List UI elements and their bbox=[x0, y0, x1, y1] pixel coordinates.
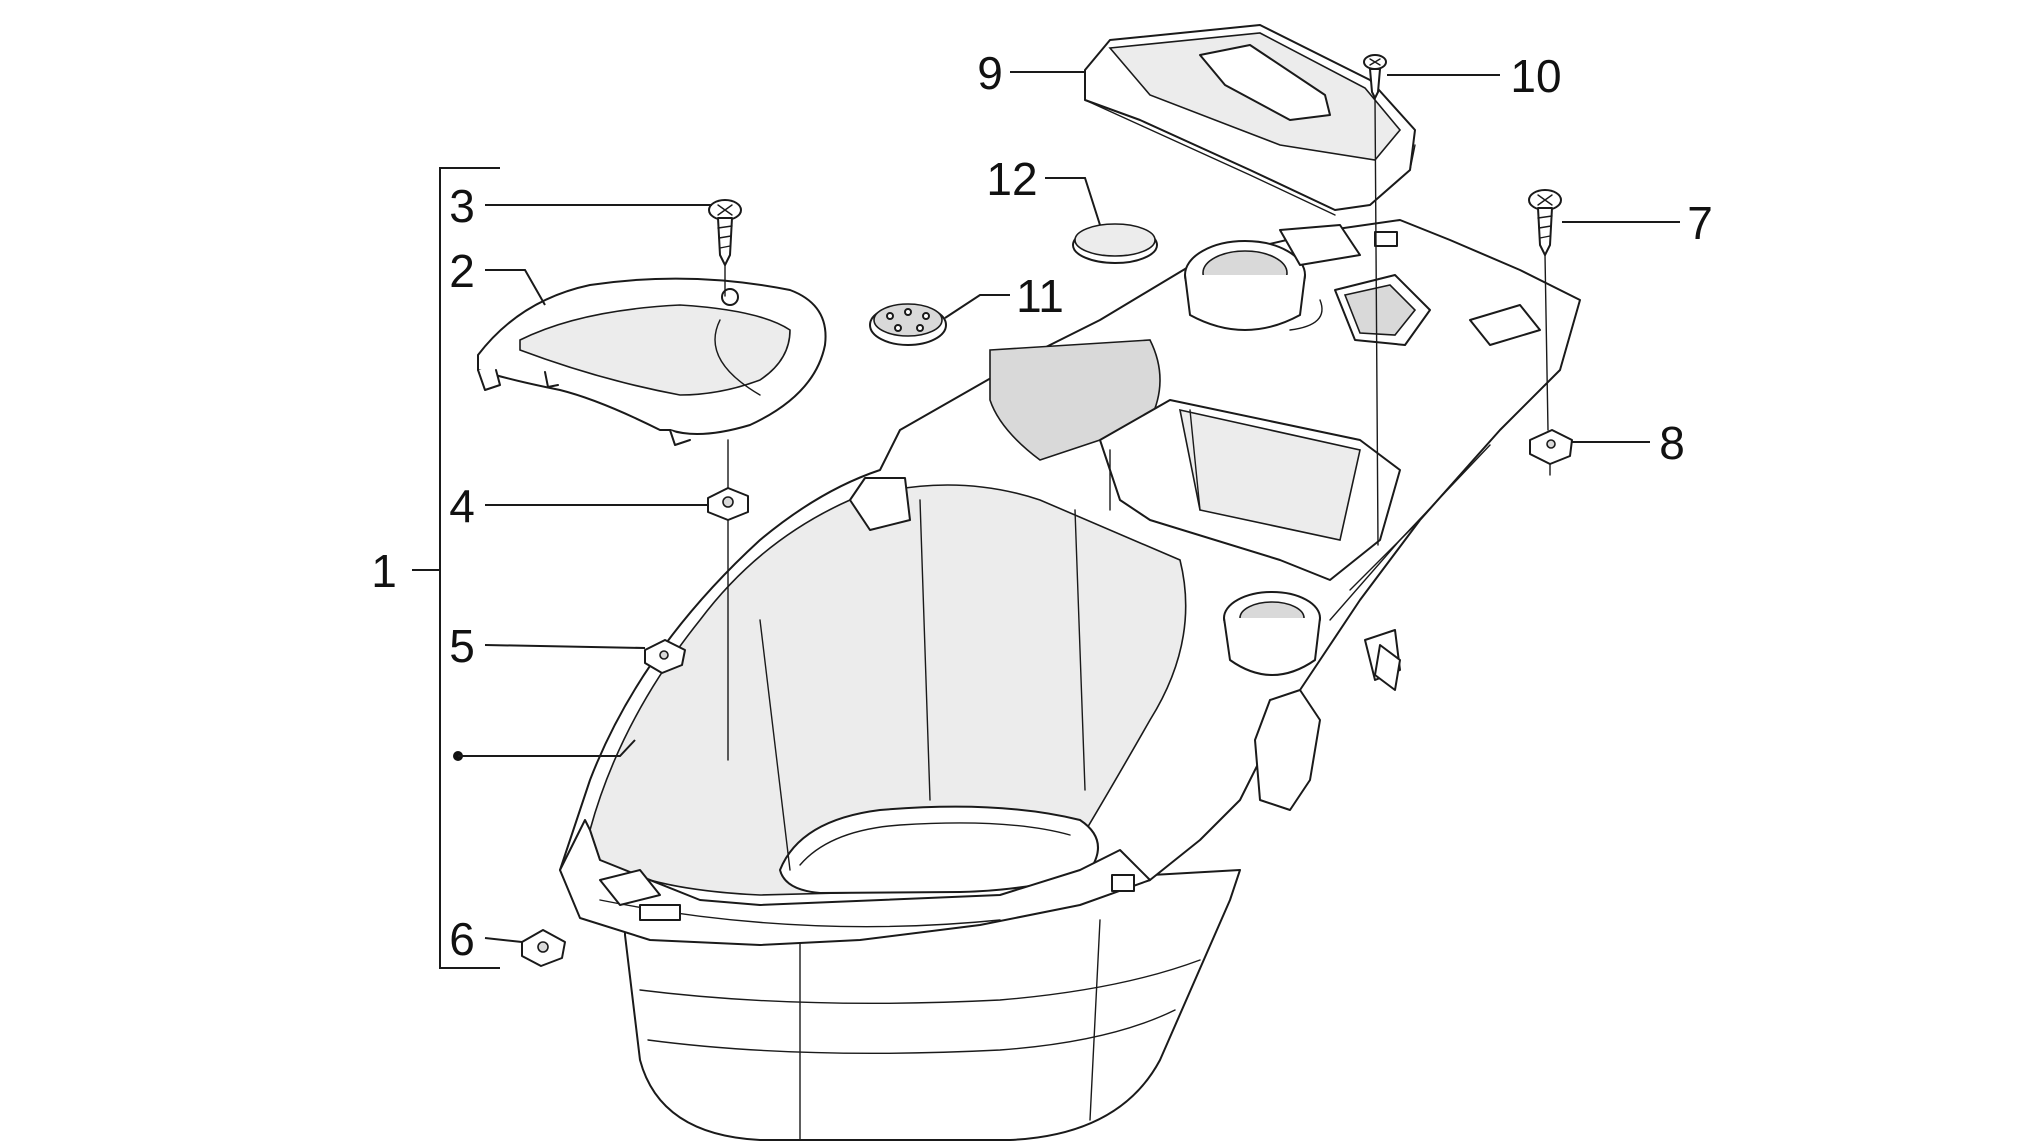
callout-1: 1 bbox=[371, 545, 397, 597]
plug-cap-12 bbox=[1072, 223, 1158, 264]
callout-labels: 1 2 3 4 5 6 7 8 9 10 11 12 bbox=[371, 47, 1713, 965]
clip-4 bbox=[707, 487, 749, 521]
rear-lid bbox=[1084, 24, 1416, 216]
callout-8: 8 bbox=[1659, 417, 1685, 469]
clip-5 bbox=[644, 639, 686, 674]
right-side-flange bbox=[1254, 689, 1321, 811]
callout-9: 9 bbox=[977, 47, 1003, 99]
grommet-11 bbox=[869, 303, 947, 346]
callout-5: 5 bbox=[449, 620, 475, 672]
tub-bowl-floor bbox=[779, 805, 1099, 894]
helmet-compartment bbox=[559, 219, 1581, 1141]
clip-6 bbox=[521, 929, 566, 967]
callout-3: 3 bbox=[449, 180, 475, 232]
callout-12: 12 bbox=[986, 153, 1037, 205]
lid-cover bbox=[477, 277, 827, 446]
callout-7: 7 bbox=[1687, 197, 1713, 249]
callout-10: 10 bbox=[1510, 50, 1561, 102]
clip-8 bbox=[1529, 429, 1573, 465]
screw-10 bbox=[1363, 54, 1387, 99]
tub-front-lip bbox=[559, 819, 1151, 946]
screw-7 bbox=[1528, 189, 1562, 256]
callout-11: 11 bbox=[1016, 270, 1064, 322]
callout-6: 6 bbox=[449, 913, 475, 965]
callout-2: 2 bbox=[449, 245, 475, 297]
callout-4: 4 bbox=[449, 480, 475, 532]
screw-3 bbox=[708, 199, 742, 266]
left-mount-tab bbox=[849, 477, 911, 531]
leader-lines bbox=[458, 71, 1680, 943]
